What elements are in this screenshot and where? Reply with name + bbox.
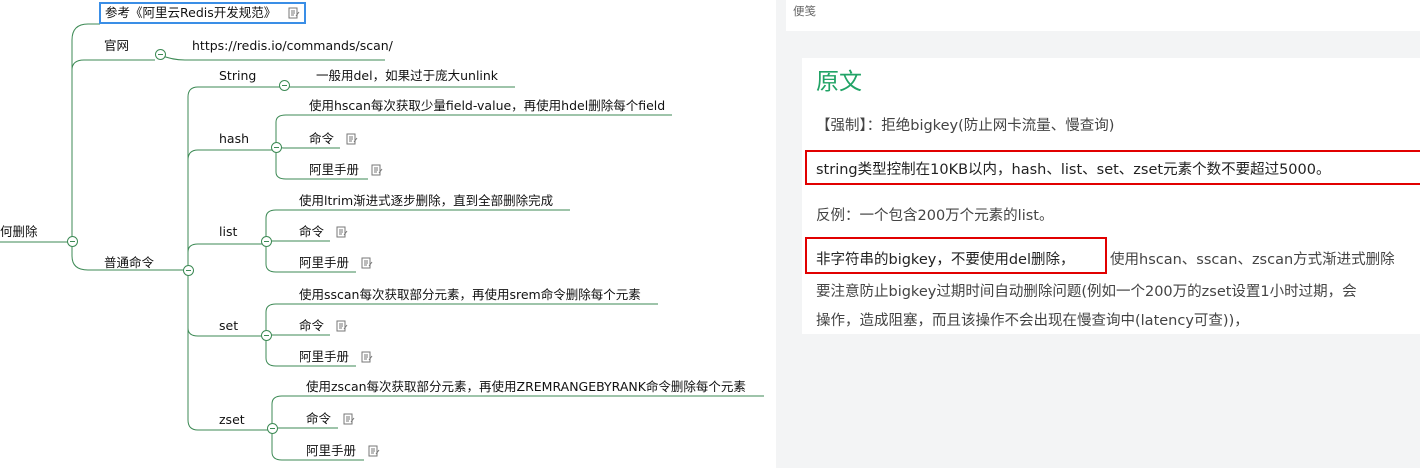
string-label: String (219, 68, 257, 83)
note-icon[interactable] (288, 7, 300, 19)
string-node[interactable]: String (219, 68, 256, 84)
list-node[interactable]: list (219, 224, 237, 240)
highlight-box (805, 150, 1420, 185)
note-paragraph-limits: string类型控制在10KB以内，hash、list、set、zset元素个数… (816, 162, 1331, 178)
zset-desc-label: 使用zscan每次获取部分元素，再使用ZREMRANGEBYRANK命令删除每个… (306, 379, 746, 394)
set-desc-node[interactable]: 使用sscan每次获取部分元素，再使用srem命令删除每个元素 (299, 287, 641, 303)
zset-manual-label: 阿里手册 (306, 443, 357, 458)
set-node[interactable]: set (219, 318, 238, 334)
ref-node[interactable]: 参考《阿里云Redis开发规范》 (99, 2, 307, 24)
highlight-box (805, 237, 1107, 274)
list-manual-node[interactable]: 阿里手册 (299, 255, 373, 271)
set-desc-label: 使用sscan每次获取部分元素，再使用srem命令删除每个元素 (299, 287, 641, 302)
note-panel[interactable]: 便笺 原文 【强制】：拒绝bigkey(防止网卡流量、慢查询) string类型… (776, 0, 1420, 468)
root-label: 何删除 (0, 224, 38, 239)
note-icon[interactable] (371, 164, 383, 176)
list-manual-label: 阿里手册 (299, 255, 350, 270)
official-node[interactable]: 官网 (104, 38, 129, 54)
hash-label: hash (219, 131, 250, 146)
note-panel-title: 便笺 (793, 4, 816, 18)
note-icon[interactable] (343, 413, 355, 425)
common-collapse-toggle[interactable] (183, 265, 194, 276)
list-collapse-toggle[interactable] (261, 236, 272, 247)
root-collapse-toggle[interactable] (67, 236, 78, 247)
hash-cmd-node[interactable]: 命令 (309, 131, 358, 147)
string-child-label: 一般用del，如果过于庞大unlink (316, 68, 499, 83)
zset-desc-node[interactable]: 使用zscan每次获取部分元素，再使用ZREMRANGEBYRANK命令删除每个… (306, 379, 746, 395)
note-paragraph-rule: 【强制】：拒绝bigkey(防止网卡流量、慢查询) (816, 118, 1115, 134)
hash-manual-label: 阿里手册 (309, 162, 360, 177)
zset-label: zset (219, 412, 245, 427)
note-icon[interactable] (361, 351, 373, 363)
hash-cmd-label: 命令 (309, 131, 335, 146)
official-label: 官网 (104, 38, 130, 53)
set-collapse-toggle[interactable] (261, 330, 272, 341)
note-icon[interactable] (346, 133, 358, 145)
zset-node[interactable]: zset (219, 412, 245, 428)
hash-node[interactable]: hash (219, 131, 249, 147)
hash-desc-node[interactable]: 使用hscan每次获取少量field-value，再使用hdel删除每个fiel… (309, 98, 665, 114)
note-icon[interactable] (336, 320, 348, 332)
note-paragraph-counterexample: 反例：一个包含200万个元素的list。 (816, 208, 1054, 224)
note-panel-header (786, 0, 1420, 31)
set-manual-label: 阿里手册 (299, 349, 350, 364)
note-paragraph-bigkey-del: 非字符串的bigkey，不要使用del删除， (816, 252, 1075, 268)
string-child-node[interactable]: 一般用del，如果过于庞大unlink (316, 68, 498, 84)
note-heading: 原文 (816, 69, 862, 95)
set-label: set (219, 318, 239, 333)
ref-node-label: 参考《阿里云Redis开发规范》 (105, 5, 277, 20)
hash-manual-node[interactable]: 阿里手册 (309, 162, 383, 178)
common-commands-label: 普通命令 (104, 255, 155, 270)
set-cmd-label: 命令 (299, 318, 325, 333)
note-content-area[interactable] (802, 58, 1420, 334)
common-commands-node[interactable]: 普通命令 (104, 255, 154, 271)
note-icon[interactable] (336, 226, 348, 238)
root-node[interactable]: 何删除 (0, 224, 38, 240)
zset-manual-node[interactable]: 阿里手册 (306, 443, 380, 459)
zset-cmd-label: 命令 (306, 411, 332, 426)
note-icon[interactable] (368, 445, 380, 457)
zset-collapse-toggle[interactable] (267, 423, 278, 434)
list-desc-node[interactable]: 使用ltrim渐进式逐步删除，直到全部删除完成 (299, 193, 553, 209)
note-paragraph-blocking: 操作，造成阻塞，而且该操作不会出现在慢查询中(latency可查))， (816, 313, 1249, 329)
zset-cmd-node[interactable]: 命令 (306, 411, 355, 427)
hash-collapse-toggle[interactable] (271, 142, 282, 153)
mindmap-canvas[interactable]: 何删除 参考《阿里云Redis开发规范》 官网 https://redis.io… (0, 0, 776, 468)
note-paragraph-bigkey-scan: 使用hscan、sscan、zscan方式渐进式删除 (1110, 252, 1395, 268)
official-url-link[interactable]: https://redis.io/commands/scan/ (192, 38, 393, 53)
note-icon[interactable] (361, 257, 373, 269)
note-paragraph-expire: 要注意防止bigkey过期时间自动删除问题(例如一个200万的zset设置1小时… (816, 284, 1357, 300)
list-cmd-label: 命令 (299, 224, 325, 239)
hash-desc-label: 使用hscan每次获取少量field-value，再使用hdel删除每个fiel… (309, 98, 666, 113)
official-url-node[interactable]: https://redis.io/commands/scan/ (192, 38, 393, 54)
string-collapse-toggle[interactable] (279, 80, 290, 91)
list-desc-label: 使用ltrim渐进式逐步删除，直到全部删除完成 (299, 193, 554, 208)
set-manual-node[interactable]: 阿里手册 (299, 349, 373, 365)
list-label: list (219, 224, 238, 239)
set-cmd-node[interactable]: 命令 (299, 318, 348, 334)
list-cmd-node[interactable]: 命令 (299, 224, 348, 240)
official-collapse-toggle[interactable] (155, 49, 166, 60)
